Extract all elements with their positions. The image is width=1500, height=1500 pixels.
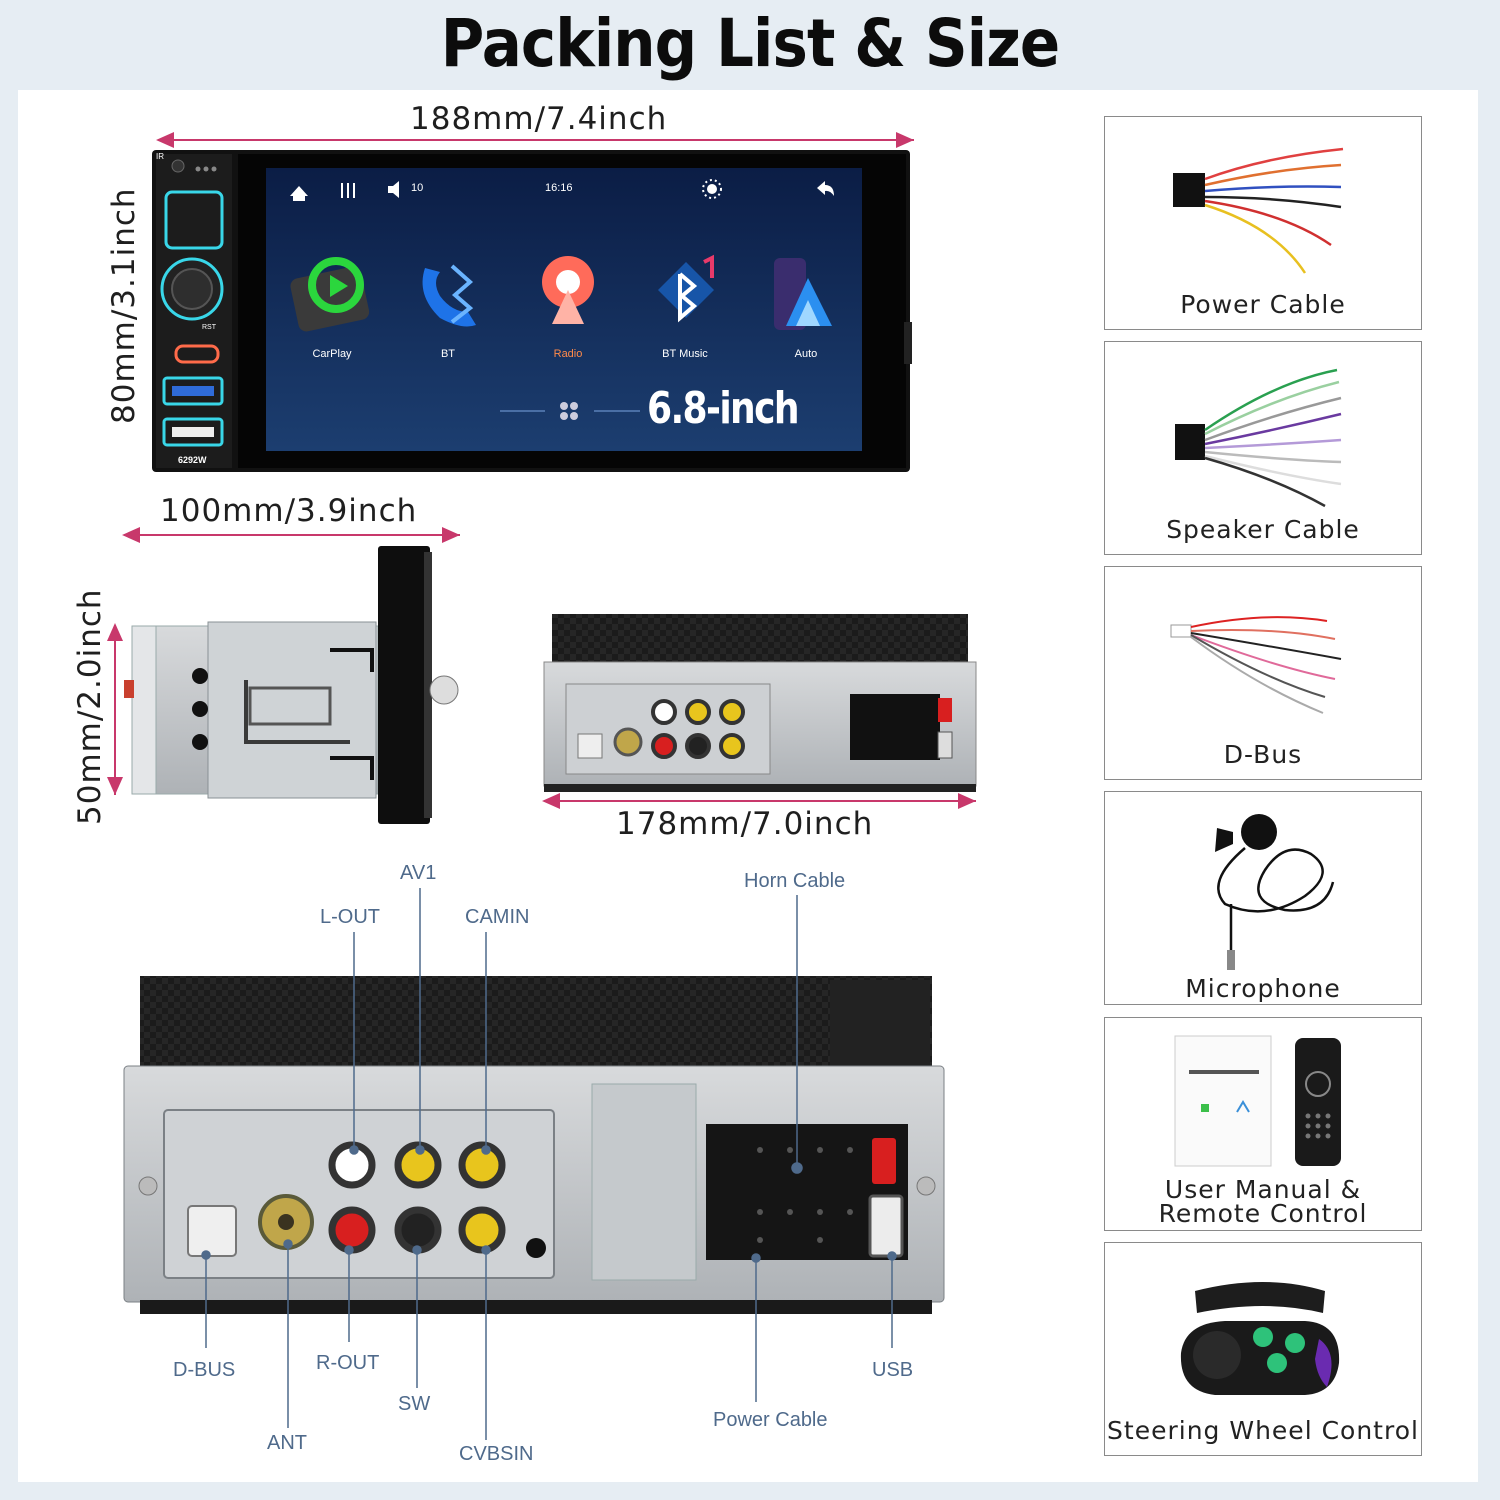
usb-c-port[interactable]: [174, 344, 220, 364]
bluetooth-phone-icon[interactable]: [422, 264, 476, 327]
packing-label-line2: Remote Control: [1158, 1199, 1368, 1228]
side-depth-label: 100mm/3.9inch: [160, 493, 418, 529]
av1-jack[interactable]: [394, 1141, 442, 1189]
packing-item-speaker-cable: Speaker Cable: [1104, 341, 1422, 555]
app-tile-bt-music[interactable]: BT Music: [640, 250, 730, 370]
front-height-label: 80mm/3.1inch: [106, 187, 142, 424]
app-tile-bt[interactable]: BT: [403, 250, 493, 370]
clock: 16:16: [545, 182, 573, 194]
rst-label: RST: [202, 324, 216, 331]
port-label-d-bus: D-BUS: [173, 1359, 236, 1381]
app-grid-icon[interactable]: [560, 402, 578, 420]
packing-item-steering-wheel-control: Steering Wheel Control: [1104, 1242, 1422, 1456]
packing-label: Steering Wheel Control: [1107, 1416, 1419, 1445]
cvbsin-jack[interactable]: [458, 1206, 506, 1254]
volume-icon[interactable]: [388, 181, 399, 198]
model-number: 6292W: [178, 455, 207, 465]
side-height-label: 50mm/2.0inch: [72, 588, 108, 825]
equalizer-icon[interactable]: [341, 183, 355, 198]
usb-port-2[interactable]: [162, 417, 224, 447]
app-tile-carplay[interactable]: CarPlay: [287, 250, 377, 370]
port-label-ant: ANT: [267, 1432, 307, 1454]
carplay-icon[interactable]: [289, 257, 371, 333]
ir-label: IR: [156, 152, 164, 161]
brightness-icon[interactable]: [702, 179, 722, 199]
microphone-icon: [1215, 814, 1335, 970]
bluetooth-music-icon[interactable]: [658, 254, 714, 323]
head-unit-rear-large: [123, 976, 945, 1314]
app-label: BT Music: [662, 348, 708, 360]
packing-item-microphone: Microphone: [1104, 791, 1422, 1005]
home-back-button[interactable]: [164, 190, 224, 250]
steering-wheel-control-icon: [1180, 1282, 1340, 1395]
r-out-jack[interactable]: [328, 1206, 376, 1254]
l-out-jack[interactable]: [328, 1141, 376, 1189]
packing-label: D-Bus: [1223, 740, 1303, 769]
head-unit-rear-small: [543, 614, 977, 792]
rear-usb-port[interactable]: [868, 1194, 904, 1258]
app-tile-radio[interactable]: Radio: [523, 250, 613, 370]
port-label-sw: SW: [398, 1393, 431, 1415]
manual-remote-icon: [1174, 1035, 1341, 1167]
screen-size-label: 6.8-inch: [647, 383, 800, 434]
page-title: Packing List & Size: [440, 5, 1061, 82]
speaker-cable-icon: [1175, 368, 1342, 508]
front-width-label: 188mm/7.4inch: [410, 101, 668, 137]
d-bus-cable-icon: [1170, 616, 1342, 714]
packing-item-d-bus: D-Bus: [1104, 566, 1422, 780]
port-label-r-out: R-OUT: [316, 1352, 380, 1374]
power-cable-icon: [1173, 147, 1344, 274]
port-label-power-cable: Power Cable: [713, 1409, 828, 1431]
head-unit-front: [152, 150, 912, 472]
port-label-horn-cable: Horn Cable: [744, 870, 846, 892]
app-label: CarPlay: [312, 348, 352, 360]
usb-port-1[interactable]: [162, 376, 224, 406]
sw-jack[interactable]: [394, 1206, 442, 1254]
back-width-label: 178mm/7.0inch: [616, 806, 874, 842]
port-label-usb: USB: [872, 1359, 914, 1381]
app-label: Radio: [553, 348, 583, 360]
app-label: Auto: [794, 348, 818, 360]
packing-label-line1: User Manual &: [1164, 1175, 1362, 1204]
packing-label: Microphone: [1185, 974, 1341, 1003]
home-icon[interactable]: [290, 186, 308, 201]
radio-icon[interactable]: [542, 256, 594, 324]
packing-item-power-cable: Power Cable: [1104, 116, 1422, 330]
camin-jack[interactable]: [458, 1141, 506, 1189]
android-auto-icon[interactable]: [774, 258, 832, 330]
d-bus-port[interactable]: [187, 1205, 237, 1257]
port-label-l-out: L-OUT: [320, 906, 380, 928]
volume-level: 10: [411, 182, 424, 194]
app-tile-auto[interactable]: Auto: [761, 250, 851, 370]
packing-label: Speaker Cable: [1166, 515, 1360, 544]
port-label-av1: AV1: [400, 862, 437, 884]
app-label: BT: [440, 348, 456, 360]
callout-lines: [201, 888, 897, 1440]
packing-label: Power Cable: [1180, 290, 1346, 319]
back-arrow-icon[interactable]: [817, 181, 834, 196]
head-unit-side: [124, 546, 459, 824]
port-label-camin: CAMIN: [465, 906, 530, 928]
packing-item-manual-remote: User Manual & Remote Control: [1104, 1017, 1422, 1231]
port-label-cvbsin: CVBSIN: [459, 1443, 534, 1465]
